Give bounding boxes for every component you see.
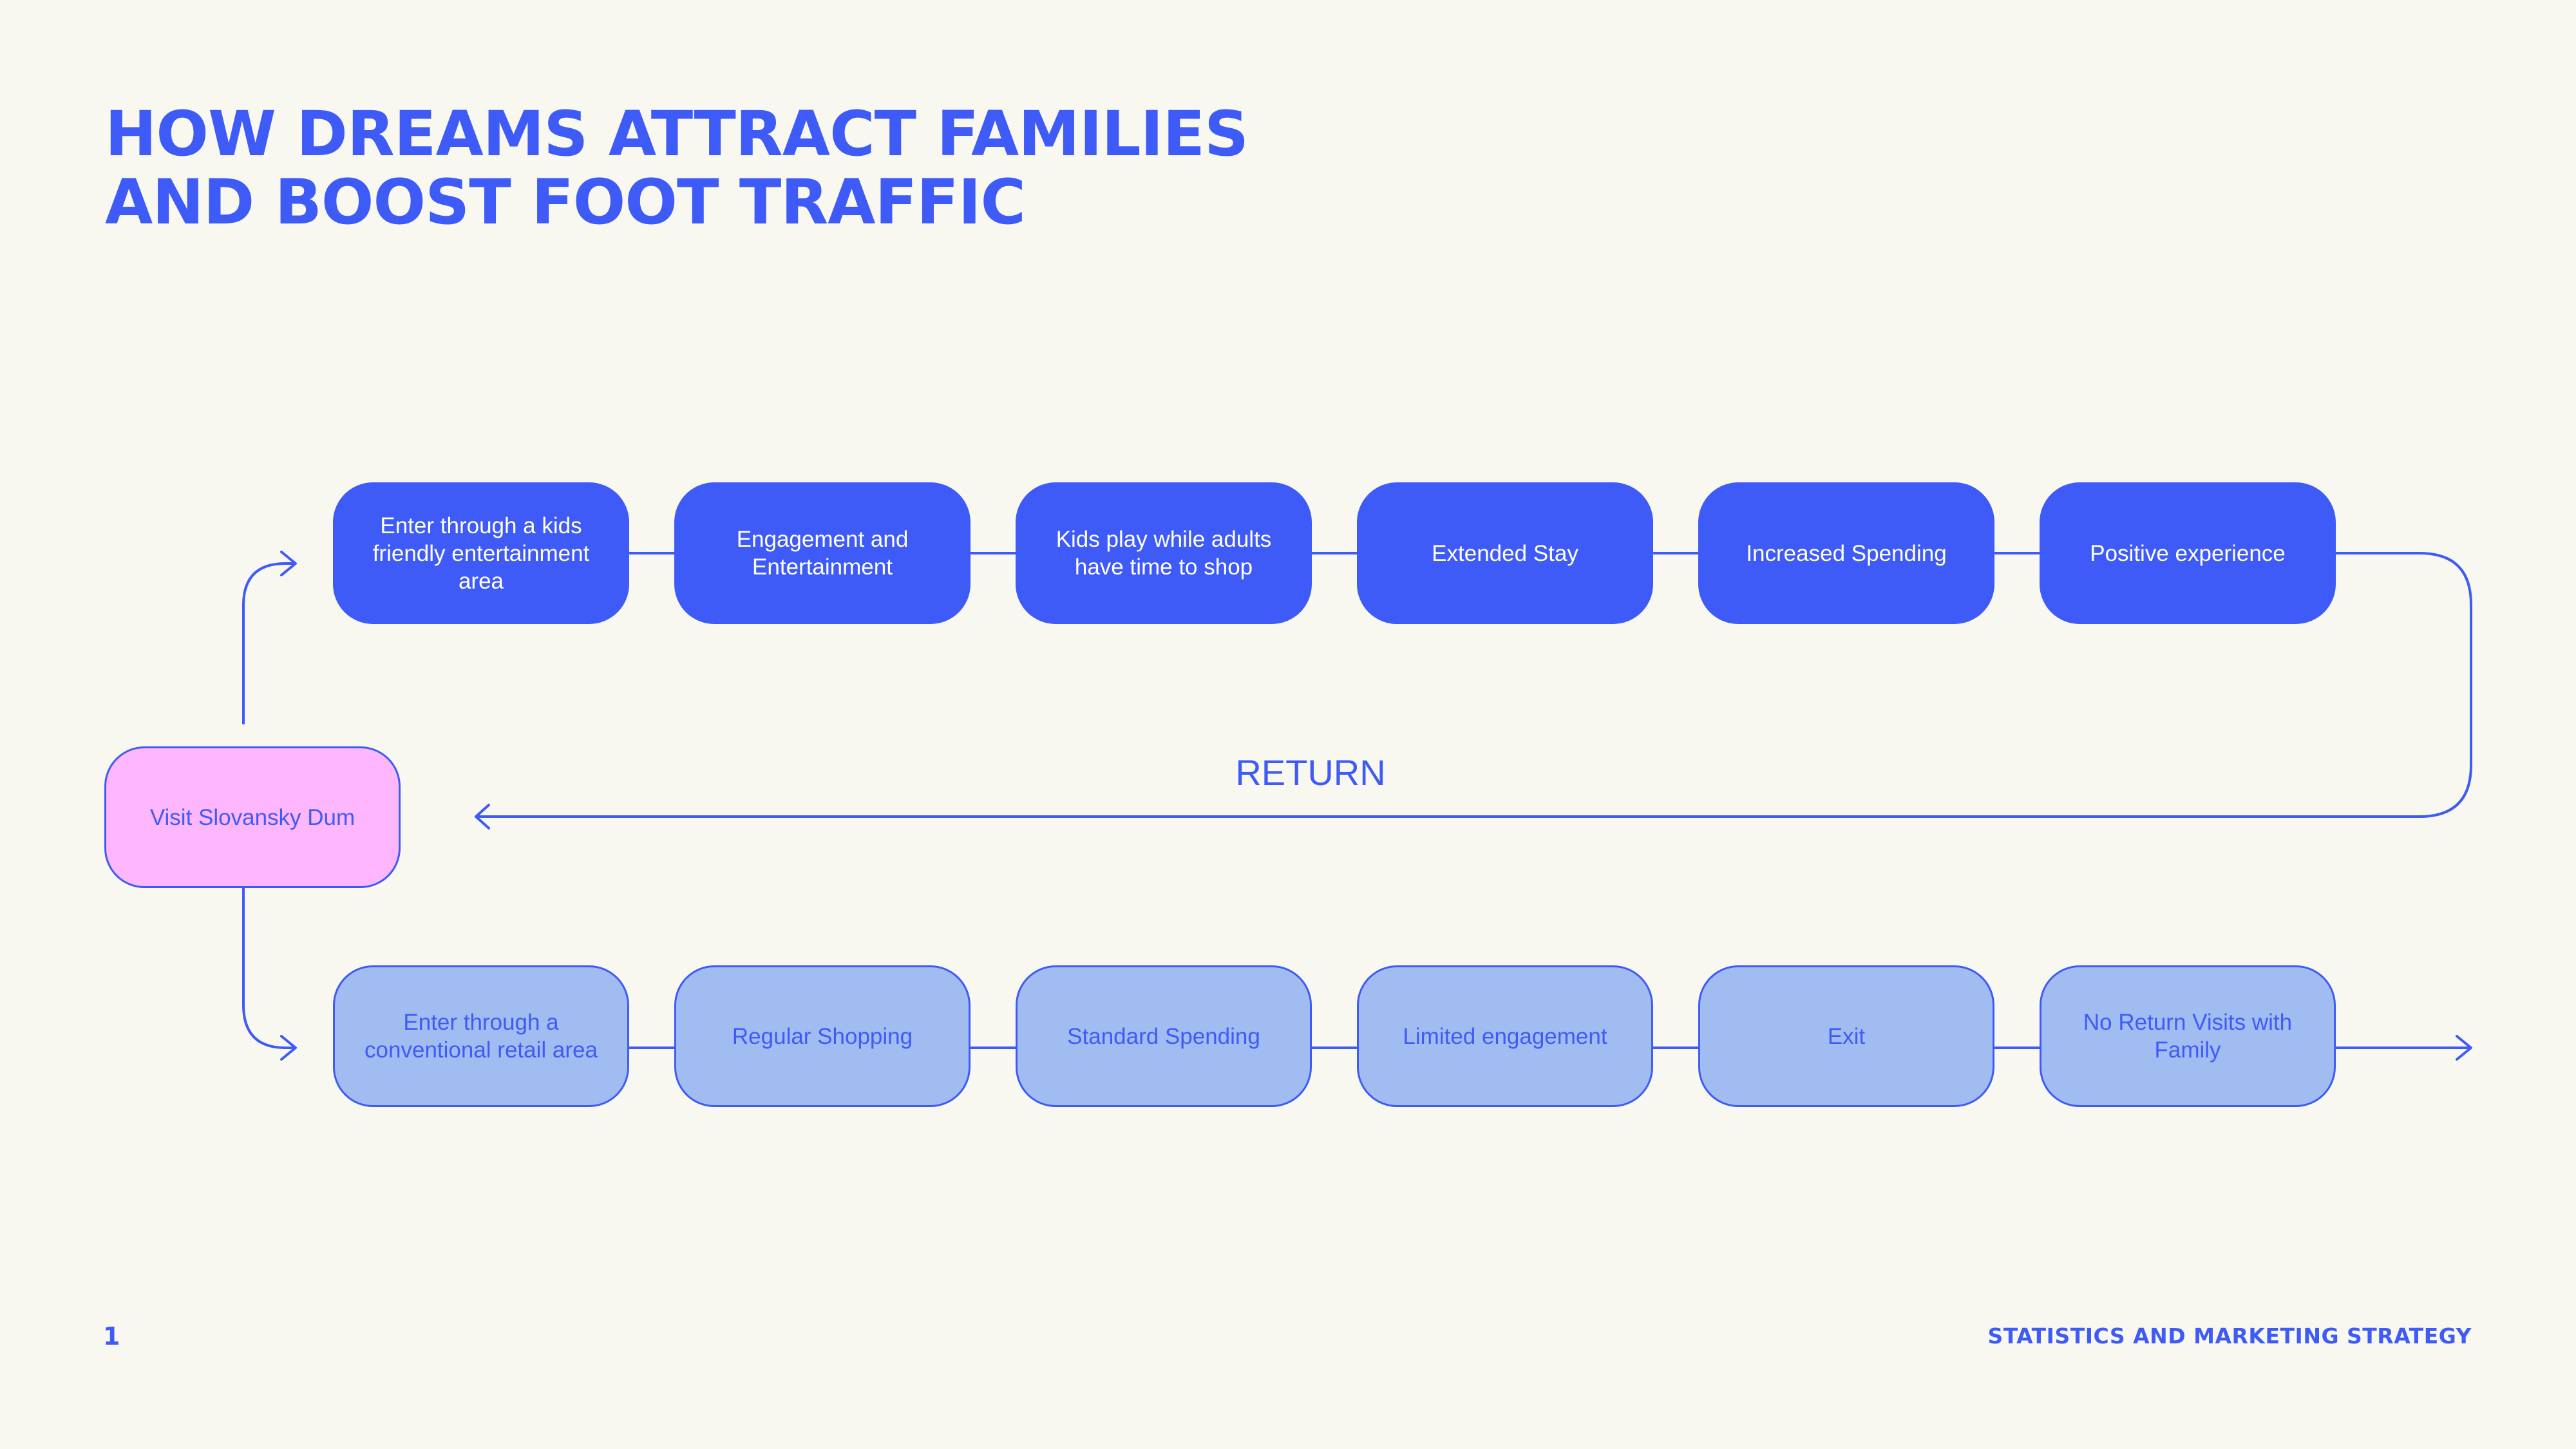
start-node: Visit Slovansky Dum — [104, 746, 401, 888]
bottom-step-6: No Return Visits with Family — [2040, 965, 2336, 1107]
top-step-5: Increased Spending — [1698, 482, 1994, 624]
return-label: RETURN — [1235, 752, 1386, 793]
footer-section-title: STATISTICS AND MARKETING STRATEGY — [1987, 1323, 2472, 1349]
branch-down-arrow — [242, 887, 296, 1049]
bottom-step-1: Enter through a conventional retail area — [333, 965, 629, 1107]
top-step-6: Positive experience — [2040, 482, 2336, 624]
page-number: 1 — [103, 1322, 120, 1350]
title-line-2: AND BOOST FOOT TRAFFIC — [105, 166, 1026, 238]
branch-up-arrowhead — [280, 551, 297, 576]
bottom-step-2: Regular Shopping — [674, 965, 971, 1107]
branch-up-arrow — [242, 562, 296, 724]
return-loop-arrowhead — [475, 804, 490, 829]
bottom-step-4: Limited engagement — [1357, 965, 1653, 1107]
top-step-3: Kids play while adults have time to shop — [1016, 482, 1312, 624]
branch-down-arrowhead — [280, 1035, 297, 1061]
top-step-2: Engagement and Entertainment — [674, 482, 971, 624]
title-line-1: HOW DREAMS ATTRACT FAMILIES — [105, 98, 1249, 170]
page-title: HOW DREAMS ATTRACT FAMILIES AND BOOST FO… — [105, 98, 1249, 238]
top-step-1: Enter through a kids friendly entertainm… — [333, 482, 629, 624]
top-step-4: Extended Stay — [1357, 482, 1653, 624]
exit-arrowhead — [2456, 1035, 2472, 1061]
bottom-step-3: Standard Spending — [1016, 965, 1312, 1107]
return-loop-arrow — [476, 552, 2472, 818]
bottom-step-5: Exit — [1698, 965, 1994, 1107]
